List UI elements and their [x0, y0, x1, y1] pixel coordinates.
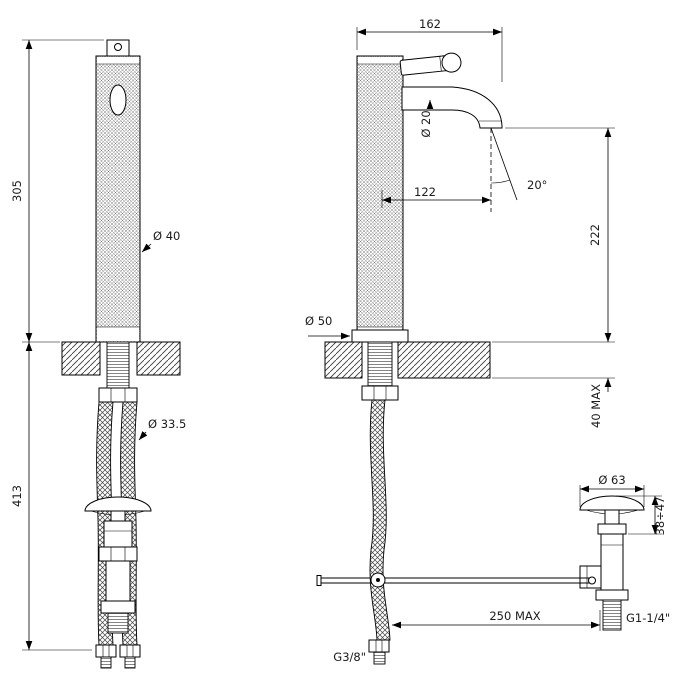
label-body-diameter: Ø 40	[141, 229, 180, 253]
dim-text-250max: 250 MAX	[489, 609, 540, 623]
threaded-shank-front	[106, 341, 130, 389]
dimension-height-above-deck: 305	[10, 39, 104, 343]
dim-text-162: 162	[419, 17, 441, 31]
popup-cap	[579, 495, 645, 511]
label-hole-diameter: Ø 33.5	[138, 417, 186, 441]
label-text-d50: Ø 50	[305, 314, 332, 328]
dimension-plug-diameter: Ø 63	[579, 473, 645, 507]
threaded-shank-side	[367, 341, 393, 391]
label-supply-thread: G3/8"	[333, 650, 366, 664]
label-base-diameter: Ø 50	[305, 314, 350, 340]
drain-tailpiece	[602, 599, 622, 631]
label-drain-thread: G1-1/4"	[626, 611, 670, 625]
faucet-body-side	[356, 55, 404, 343]
mounting-nut-side	[361, 385, 399, 401]
spout	[401, 86, 503, 129]
dim-text-3847: 38÷47	[653, 497, 667, 536]
deck-side	[324, 341, 491, 379]
rod-clamp	[370, 572, 386, 588]
base-flange	[351, 329, 409, 343]
dimension-spout-reach: 162	[356, 17, 503, 82]
dimension-counter-thickness: 40 MAX	[492, 377, 615, 428]
label-text-d335: Ø 33.5	[148, 417, 186, 431]
dimension-spout-to-axis: 122	[381, 185, 491, 208]
label-text-d40: Ø 40	[153, 229, 180, 243]
deck-front	[61, 341, 181, 376]
dim-text-305: 305	[10, 180, 24, 202]
hose-fittings-front	[95, 644, 141, 669]
dimension-depth-below-deck: 413	[10, 342, 92, 651]
dim-text-222: 222	[588, 224, 602, 246]
dim-text-d63: Ø 63	[598, 473, 625, 487]
label-text-d20: Ø 20	[419, 110, 433, 137]
lever-handle	[399, 52, 462, 76]
dim-text-122: 122	[414, 185, 436, 199]
hose-fitting-side	[368, 639, 390, 665]
supply-hose-side	[369, 399, 391, 641]
handle-screw-icon	[114, 43, 122, 51]
front-view: 305 413 Ø 40 Ø 33.5	[10, 39, 186, 669]
mounting-nut-front	[98, 387, 138, 403]
dim-text-413: 413	[10, 485, 24, 507]
label-spout-diameter: Ø 20	[419, 100, 434, 138]
popup-waste-front	[84, 496, 152, 634]
dimension-spout-height: 222	[492, 127, 615, 343]
dimension-plug-height: 38÷47	[616, 495, 667, 536]
stream-angle: 20°	[490, 127, 547, 212]
popup-rod	[316, 575, 596, 586]
label-text-20deg: 20°	[527, 178, 547, 192]
drain-assembly-side	[579, 495, 645, 631]
dimension-max-distance: 250 MAX	[392, 609, 601, 631]
handle-slot	[109, 84, 127, 116]
side-view: 20° 162 Ø 20 122 222	[305, 17, 615, 428]
dim-text-40max: 40 MAX	[589, 384, 603, 428]
